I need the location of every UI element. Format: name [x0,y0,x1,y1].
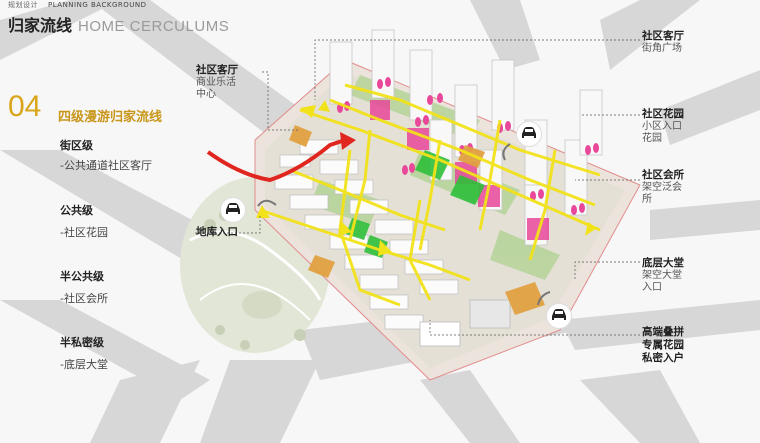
callout-line: 架空泛会 [642,182,682,193]
callout-line: 街角广场 [642,43,682,54]
page-title: 归家流线 HOME CERCULUMS [8,12,229,36]
section-title: 四级漫游归家流线 [58,110,163,125]
callout-line: 私密入户 [642,352,684,364]
callout-line: 所 [642,194,652,205]
callout-garage-entrance: 地库入口 [196,226,238,239]
callout-line: 专属花园 [642,339,684,351]
callout-community-lounge: 社区客厅 商业乐活 中心 [196,64,238,101]
callout-corner-plaza: 社区客厅 街角广场 [642,30,684,55]
level-desc: -底层大堂 [60,358,108,371]
callout-private-entry: 高端叠拼 专属花园 私密入户 [642,326,684,365]
callout-line: 小区入口 [642,121,682,132]
section-number: 04 [8,90,42,123]
level-desc: -社区花园 [60,226,108,239]
callout-title: 社区客厅 [196,64,238,76]
callout-title: 社区花园 [642,108,684,120]
callout-title: 社区客厅 [642,30,684,42]
level-title: 街区级 [60,139,93,152]
level-title: 半私密级 [60,336,104,349]
callout-title: 社区会所 [642,169,684,181]
header-cn-small: 规划设计 [8,1,38,9]
callout-title: 地库入口 [196,226,238,238]
callout-line: 入口 [642,282,662,293]
header-en-small: PLANNING BACKGROUND [48,1,147,9]
callout-clubhouse: 社区会所 架空泛会 所 [642,169,684,206]
level-title: 公共级 [60,204,93,217]
car-icon [546,303,572,329]
car-icon [516,121,542,147]
callout-line: 架空大堂 [642,270,682,281]
level-desc: -社区会所 [60,292,108,305]
callout-community-garden: 社区花园 小区入口 花园 [642,108,684,145]
level-desc: -公共通道社区客厅 [60,159,152,172]
callout-ground-lobby: 底层大堂 架空大堂 入口 [642,257,684,294]
level-title: 半公共级 [60,270,104,283]
page-title-cn: 归家流线 [8,16,73,35]
callout-line: 花园 [642,133,662,144]
page-title-en: HOME CERCULUMS [78,18,230,35]
callout-title: 底层大堂 [642,257,684,269]
callout-title: 高端叠拼 [642,326,684,338]
callout-line: 中心 [196,89,216,100]
car-icon [220,197,246,223]
callout-line: 商业乐活 [196,77,236,88]
header-subtitle: 规划设计 PLANNING BACKGROUND [8,0,147,10]
